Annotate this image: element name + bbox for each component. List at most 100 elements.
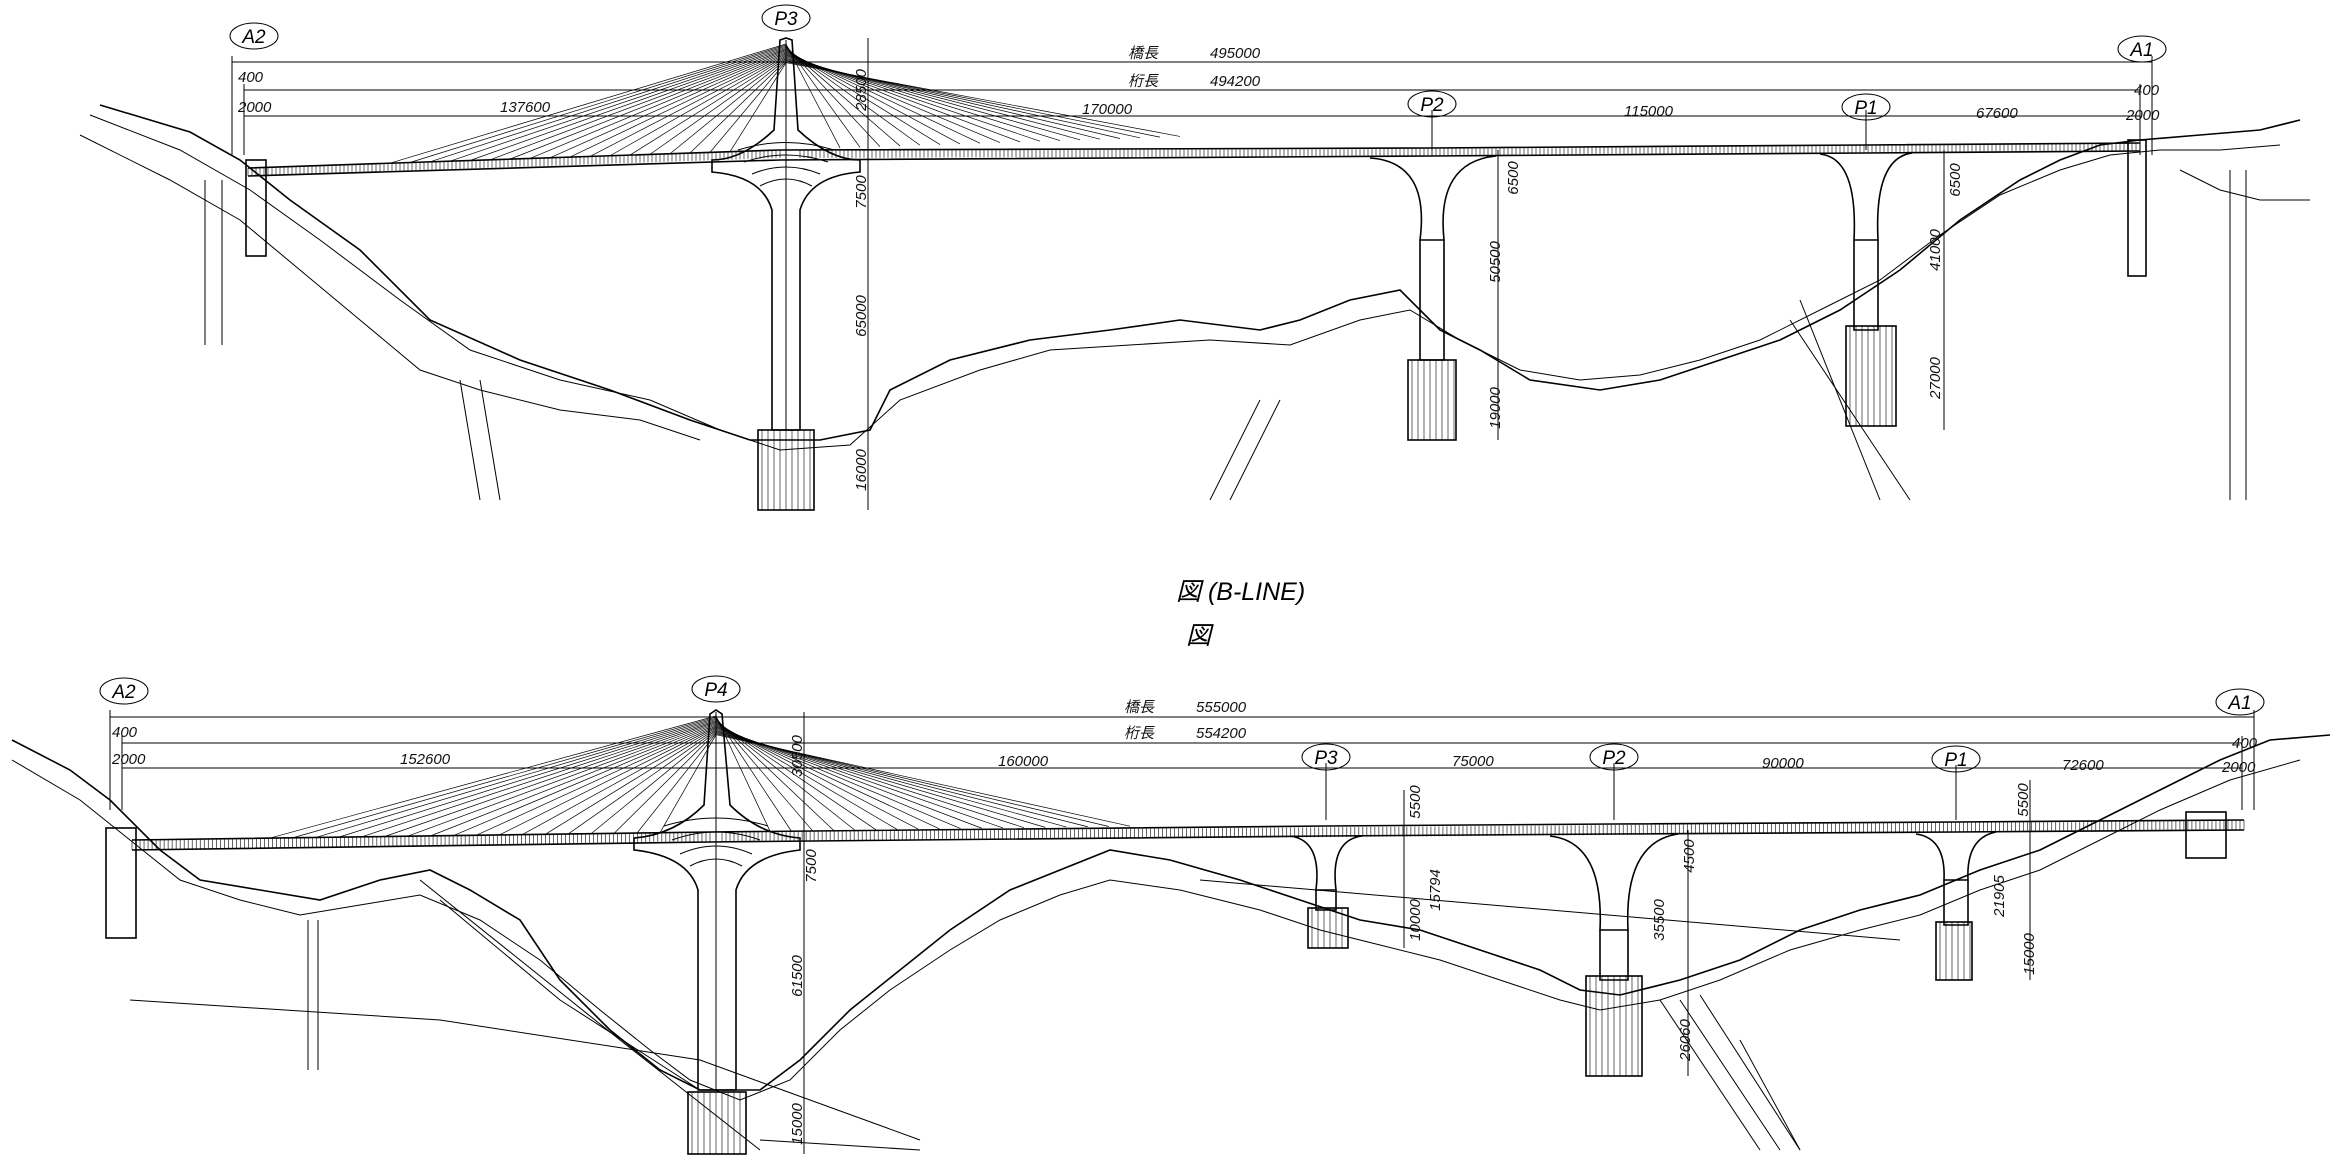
lower-vdim-21905: 21905 xyxy=(1991,874,2008,917)
lower-tower-p4 xyxy=(633,709,801,1091)
drafting-stroke xyxy=(269,715,717,839)
drafting-stroke xyxy=(449,46,787,162)
lower-span-2: 160000 xyxy=(998,753,1049,770)
upper-bridge-length-value: 495000 xyxy=(1210,45,1261,62)
drafting-stroke xyxy=(384,721,717,837)
upper-a1-text: A1 xyxy=(2129,40,2153,61)
lower-vdim-15794: 15794 xyxy=(1427,869,1444,911)
lower-span-5: 72600 xyxy=(2062,757,2104,774)
lower-vdim-4500: 4500 xyxy=(1681,839,1698,873)
lower-p3-haunch xyxy=(1289,835,1363,891)
upper-vdim-28500: 28500 xyxy=(853,68,870,111)
upper-label-p3: P3 xyxy=(761,4,811,32)
upper-vdim-19000: 19000 xyxy=(1487,386,1504,428)
drafting-stroke xyxy=(729,62,787,152)
upper-label-a1: A1 xyxy=(2117,35,2167,63)
lower-vdim-61500: 61500 xyxy=(789,954,806,996)
upper-span-2: 170000 xyxy=(1082,101,1133,118)
lower-foundation-hatch xyxy=(691,908,1971,1154)
drafting-stroke xyxy=(338,718,717,838)
drafting-stroke xyxy=(569,53,787,158)
lower-p1-haunch xyxy=(1915,831,1997,881)
lower-p1-text: P1 xyxy=(1944,750,1967,771)
upper-girder-length-value: 494200 xyxy=(1210,73,1261,90)
drafting-stroke xyxy=(489,49,787,161)
drafting-stroke xyxy=(315,717,717,838)
upper-p3-text: P3 xyxy=(774,9,798,30)
lower-p2-haunch xyxy=(1549,833,1679,931)
lower-p2-text: P2 xyxy=(1602,748,1626,769)
drafting-stroke xyxy=(469,48,787,161)
lower-pier-p2 xyxy=(1599,930,1629,981)
drafting-stroke xyxy=(709,61,787,153)
upper-pier-p2 xyxy=(1419,240,1445,361)
upper-vdim-p2-6500: 6500 xyxy=(1505,161,1522,195)
upper-end-dim-left-400: 400 xyxy=(238,69,264,86)
lower-abutment-a1 xyxy=(2185,811,2227,859)
drafting-stroke xyxy=(430,723,717,837)
drafting-stroke xyxy=(715,716,792,832)
upper-label-a2: A2 xyxy=(229,22,279,50)
lower-end-dim-left-400: 400 xyxy=(112,724,138,741)
drafting-stroke xyxy=(590,731,717,834)
drafting-stroke xyxy=(636,733,717,834)
drafting-stroke xyxy=(589,54,787,157)
lower-span-4: 90000 xyxy=(1762,755,1804,772)
upper-p1-text: P1 xyxy=(1854,98,1877,119)
lower-girder-length-label: 桁長 xyxy=(1124,725,1155,742)
lower-vdim-7500: 7500 xyxy=(803,849,820,883)
lower-span-3: 75000 xyxy=(1452,753,1494,770)
upper-span-4: 67600 xyxy=(1976,105,2018,122)
lower-vdim-p1-15000: 15000 xyxy=(2021,932,2038,974)
lower-vdim-30500: 30500 xyxy=(789,734,806,776)
lower-end-dim-left-2000: 2000 xyxy=(111,751,146,768)
upper-vdim-65000: 65000 xyxy=(853,294,870,336)
upper-girder-length-label: 桁長 xyxy=(1128,73,1159,90)
upper-vdim-16000: 16000 xyxy=(853,448,870,490)
drawing-title: 図 (B-LINE) xyxy=(1176,578,1305,606)
upper-p2-text: P2 xyxy=(1420,95,1444,116)
lower-p3-text: P3 xyxy=(1314,748,1338,769)
upper-p1-foundation xyxy=(1845,325,1897,427)
upper-p1-haunch xyxy=(1819,152,1913,241)
lower-pier-p1 xyxy=(1943,880,1969,926)
upper-span-1: 137600 xyxy=(500,99,551,116)
drafting-stroke xyxy=(715,734,1131,827)
lower-a1-text: A1 xyxy=(2227,693,2251,714)
lower-p4-foundation xyxy=(687,1091,747,1155)
lower-end-dim-right-2000: 2000 xyxy=(2221,759,2256,776)
drafting-stroke xyxy=(499,726,717,836)
lower-vertical-dims: 30500 7500 61500 15000 5500 10000 15794 … xyxy=(789,712,2038,1154)
lower-p3-foundation xyxy=(1307,907,1349,949)
upper-vdim-p1-6500: 6500 xyxy=(1947,163,1964,197)
drafting-stroke xyxy=(529,51,787,159)
drafting-stroke xyxy=(669,59,787,154)
upper-p2-haunch xyxy=(1369,155,1497,241)
lower-vdim-35500: 35500 xyxy=(1651,898,1668,940)
drafting-stroke xyxy=(292,716,717,839)
drafting-stroke xyxy=(568,730,717,835)
upper-vertical-dims: 28500 7500 65000 16000 6500 50500 19000 … xyxy=(853,38,1964,510)
upper-end-dim-right-400: 400 xyxy=(2134,82,2160,99)
lower-vdim-p3-5500: 5500 xyxy=(1407,785,1424,819)
lower-bridge-length-value: 555000 xyxy=(1196,699,1247,716)
lower-p4-text: P4 xyxy=(704,680,727,701)
drafting-stroke xyxy=(785,62,1181,137)
lower-vdim-p1-5500: 5500 xyxy=(2015,783,2032,817)
drawing-subtitle: 図 xyxy=(1186,622,1214,650)
upper-pier-p1 xyxy=(1853,240,1879,331)
upper-abutment-a1 xyxy=(2127,139,2147,277)
drafting-stroke xyxy=(361,720,717,838)
lower-stay-cables xyxy=(269,715,1131,839)
lower-a2-text: A2 xyxy=(111,682,136,703)
upper-stay-cables xyxy=(389,43,1181,164)
drafting-stroke xyxy=(549,52,787,159)
upper-end-dim-left-2000: 2000 xyxy=(237,99,272,116)
lower-span-1: 152600 xyxy=(400,751,451,768)
drafting-stroke xyxy=(409,44,787,163)
drafting-stroke xyxy=(429,45,787,163)
upper-vdim-27000: 27000 xyxy=(1927,356,1944,399)
drafting-stroke xyxy=(389,43,787,164)
upper-abutment-a2 xyxy=(245,159,267,257)
lower-label-p4: P4 xyxy=(691,675,741,703)
